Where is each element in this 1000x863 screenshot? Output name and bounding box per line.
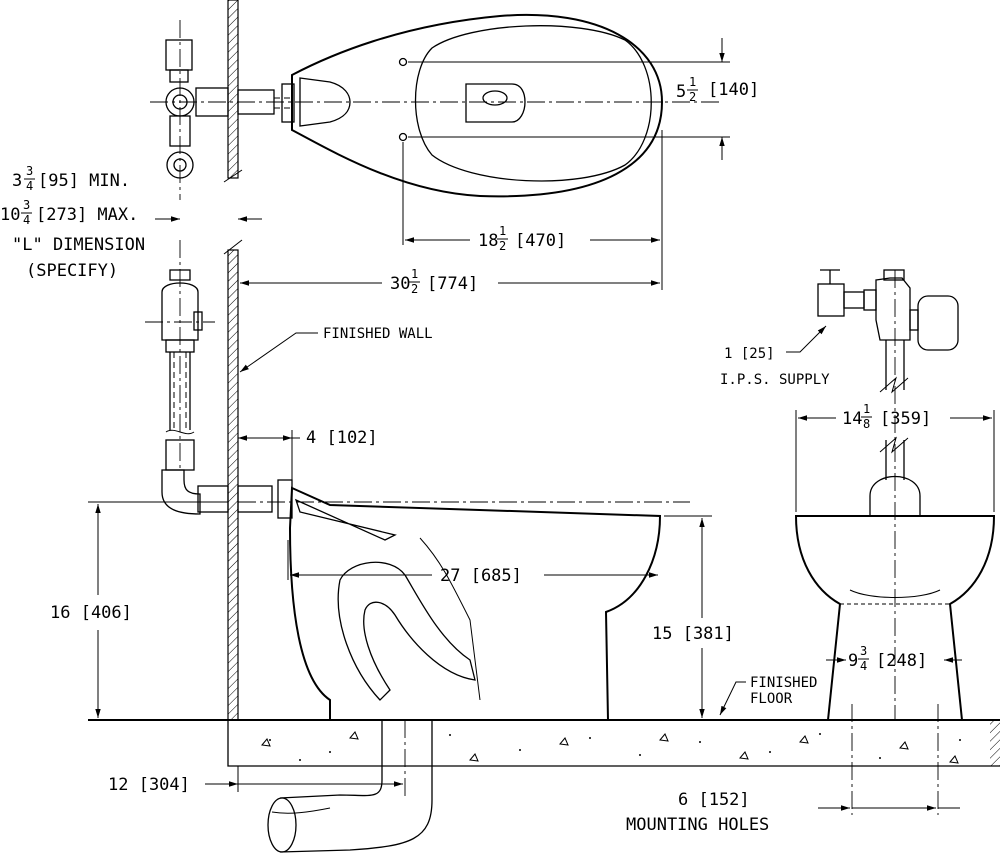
base-width-whole: 9 <box>848 651 858 671</box>
base-width-num: 3 <box>860 644 867 658</box>
specify-label: (SPECIFY) <box>26 261 118 281</box>
mounting-hole-bottom <box>398 132 408 142</box>
l-dimension-note: 3 3 4 [95] MIN. 10 3 4 [273] MAX. "L" DI… <box>0 164 262 281</box>
bowl-height-dim: 15 [381] <box>652 624 734 644</box>
plan-view: 5 1 2 [140] 18 1 2 [470] 30 1 2 [774] <box>150 0 759 296</box>
plan-wall <box>227 0 239 179</box>
front-width-num: 1 <box>863 402 870 416</box>
hole-spacing-mm: [470] <box>515 231 566 251</box>
floor-label: FLOOR <box>750 691 793 707</box>
width-plan-whole: 5 <box>676 82 686 102</box>
max-den: 4 <box>23 213 30 227</box>
base-width-mm: [248] <box>876 651 927 671</box>
front-flush-valve <box>817 269 959 720</box>
plan-tank-mount <box>299 77 351 127</box>
l-dimension-label: "L" DIMENSION <box>12 235 145 255</box>
front-elevation: 1 [25] I.P.S. SUPPLY 14 1 8 [359] 9 3 4 … <box>626 269 996 835</box>
plan-seat-inner <box>414 25 652 182</box>
rough-in-dimension: 12 [304] <box>108 766 403 795</box>
width-plan-num: 1 <box>689 75 696 89</box>
plan-bowl-outline <box>291 14 664 198</box>
hole-spacing-whole: 18 <box>478 231 498 251</box>
rough-in-dim: 12 [304] <box>108 775 190 795</box>
overall-length-mm: [774] <box>427 274 478 294</box>
drain-pipe <box>279 720 433 853</box>
front-width-mm: [359] <box>880 409 931 429</box>
rim-height-dim: 16 [406] <box>50 603 132 623</box>
plan-wall-break <box>223 169 243 183</box>
min-num: 3 <box>26 164 33 178</box>
min-rest: [95] MIN. <box>38 171 130 191</box>
floor-slab <box>88 719 1000 853</box>
front-width-den: 8 <box>863 417 870 431</box>
max-num: 3 <box>23 198 30 212</box>
width-plan-den: 2 <box>689 90 696 104</box>
hole-spacing-den: 2 <box>499 239 506 253</box>
max-rest: [273] MAX. <box>36 205 138 225</box>
finished-label: FINISHED <box>750 675 817 691</box>
mounting-hole-top <box>398 57 408 67</box>
ips-supply-label: I.P.S. SUPPLY <box>720 372 830 388</box>
side-length-dim: 27 [685] <box>440 566 522 586</box>
front-width-whole: 14 <box>842 409 862 429</box>
overall-length-num: 1 <box>411 267 418 281</box>
side-flush-valve <box>145 240 293 519</box>
max-whole: 10 <box>0 205 20 225</box>
mounting-dim: 6 [152] <box>678 790 750 810</box>
supply-size-label: 1 [25] <box>724 346 775 362</box>
mounting-holes-label: MOUNTING HOLES <box>626 815 769 835</box>
finished-wall-label: FINISHED WALL <box>323 326 433 342</box>
width-plan-mm: [140] <box>708 80 759 100</box>
offset-dim: 4 [102] <box>306 428 378 448</box>
hole-spacing-num: 1 <box>499 224 506 238</box>
base-width-den: 4 <box>860 659 867 673</box>
overall-length-den: 2 <box>411 282 418 296</box>
min-den: 4 <box>26 179 33 193</box>
side-elevation: 4 [102] 27 [685] 16 [406] 15 [381] FINIS… <box>50 239 817 721</box>
min-whole: 3 <box>12 171 22 191</box>
plan-outlet <box>465 83 526 123</box>
overall-length-whole: 30 <box>390 274 410 294</box>
front-bowl-outline <box>794 515 996 721</box>
side-wall <box>227 249 239 721</box>
